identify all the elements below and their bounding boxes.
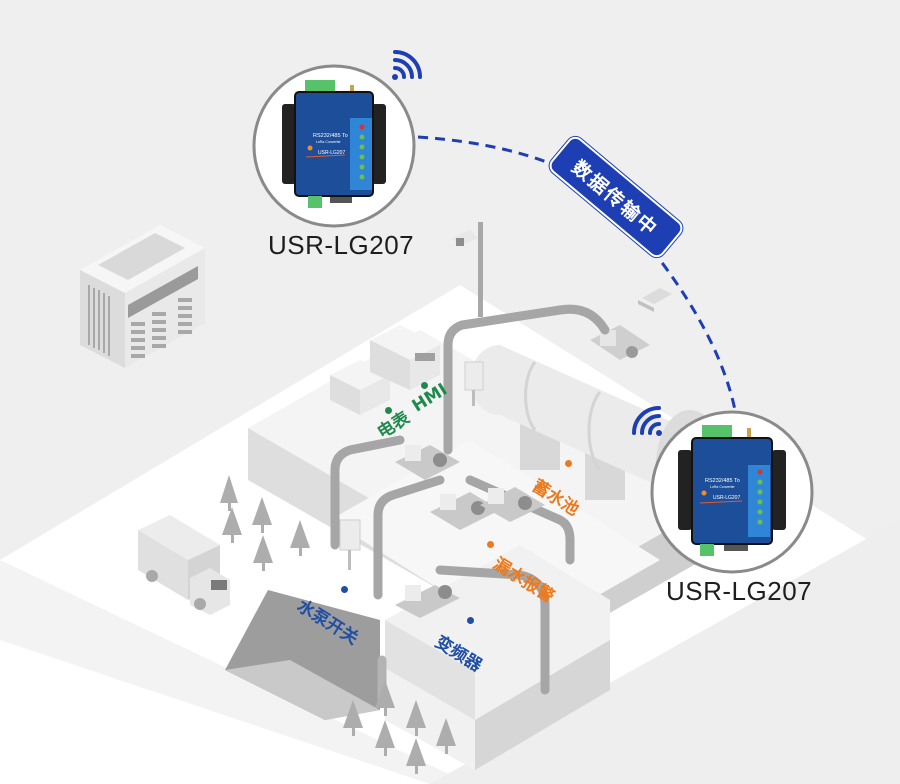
tree	[253, 535, 273, 571]
tree	[220, 475, 238, 511]
tree	[406, 738, 426, 774]
tree	[406, 700, 426, 736]
pump-switch-marker-dot	[341, 586, 348, 593]
tree	[436, 718, 456, 754]
device-bottom-model-label: USR-LG207	[666, 576, 813, 606]
inverter-marker-dot	[467, 617, 474, 624]
switch-boxes	[339, 361, 484, 570]
wifi-signal-icon	[632, 406, 662, 436]
tree	[252, 497, 272, 533]
trees	[220, 475, 456, 774]
tree	[343, 700, 363, 736]
meter-boxes	[330, 325, 440, 415]
truck	[138, 515, 230, 615]
wifi-signal-icon	[392, 50, 422, 80]
tree	[222, 507, 242, 543]
device-panel-brand: USR-LG207	[318, 150, 345, 156]
device-bottom-graphic: RS232/485 To LoRa Converter USR-LG207	[650, 410, 814, 574]
device-panel-text: RS232/485 To	[705, 478, 740, 484]
reservoir-marker-dot	[565, 460, 572, 467]
car	[638, 288, 672, 312]
tree	[290, 520, 310, 556]
device-top-model-label: USR-LG207	[268, 230, 415, 260]
hmi-marker-dot	[421, 382, 428, 389]
control-cabinet	[80, 225, 205, 368]
pipes	[330, 304, 610, 705]
tree	[375, 720, 395, 756]
leak-alarm-marker-dot	[487, 541, 494, 548]
pump-units	[395, 445, 545, 618]
tree	[375, 680, 395, 716]
device-panel-subtext: LoRa Converter	[710, 485, 736, 489]
device-panel-subtext: LoRa Converter	[316, 140, 342, 144]
camera-pole	[452, 222, 483, 317]
device-panel-brand: USR-LG207	[713, 495, 740, 501]
device-top-graphic: RS232/485 To LoRa Converter USR-LG207	[252, 64, 416, 228]
device-panel-text: RS232/485 To	[313, 133, 348, 139]
meter-marker-dot	[385, 407, 392, 414]
